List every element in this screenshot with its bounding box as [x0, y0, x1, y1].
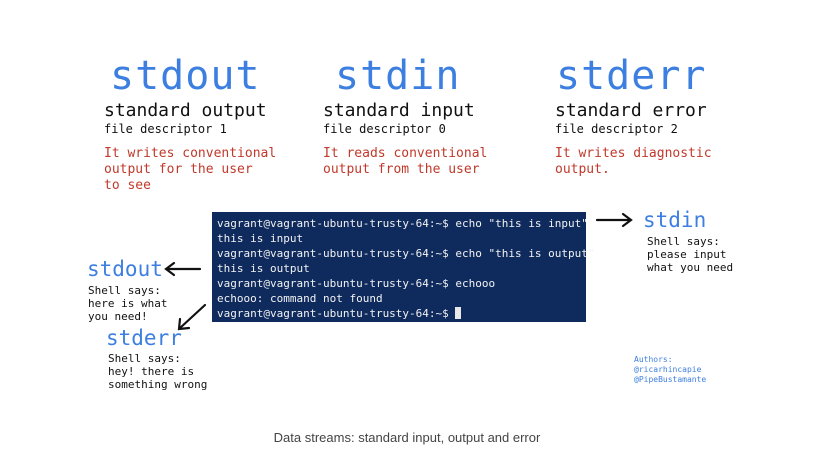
stdout-callout-label: stdout [87, 257, 163, 281]
stderr-description: It writes diagnostic output. [555, 146, 712, 177]
terminal-cursor [455, 307, 462, 319]
stdin-fd: file descriptor 0 [323, 122, 446, 136]
stderr-subtitle: standard error [555, 100, 707, 121]
stderr-callout-text: Shell says: hey! there is something wron… [108, 352, 208, 391]
stdin-callout-text: Shell says: please input what you need [647, 235, 734, 274]
terminal-line: vagrant@vagrant-ubuntu-trusty-64:~$ echo… [217, 217, 588, 230]
stderr-callout-label: stderr [106, 326, 182, 350]
arrow-left-icon [164, 261, 202, 277]
stdout-subtitle: standard output [104, 100, 267, 121]
terminal-line: echooo: command not found [217, 292, 383, 305]
stdin-title: stdin [335, 53, 461, 99]
terminal-line: vagrant@vagrant-ubuntu-trusty-64:~$ echo… [217, 247, 595, 260]
arrow-down-left-icon [177, 303, 207, 331]
stdout-callout-text: Shell says: here is what you need! [88, 284, 168, 323]
terminal-line: this is input [217, 232, 304, 245]
terminal-prompt: vagrant@vagrant-ubuntu-trusty-64:~$ [217, 307, 456, 320]
stdout-description: It writes conventional output for the us… [104, 146, 277, 193]
authors: Authors: @ricarhincapie @PipeBustamante [634, 355, 707, 384]
stdin-subtitle: standard input [323, 100, 475, 121]
stdout-fd: file descriptor 1 [104, 122, 227, 136]
stdin-description: It reads conventional output from the us… [323, 146, 488, 177]
arrow-right-icon [595, 212, 633, 228]
stdout-title: stdout [110, 53, 261, 99]
stdin-callout-label: stdin [643, 208, 707, 232]
terminal-line: this is output [217, 262, 310, 275]
figure-caption: Data streams: standard input, output and… [273, 430, 541, 445]
terminal-line: vagrant@vagrant-ubuntu-trusty-64:~$ echo… [217, 277, 496, 290]
terminal-window: vagrant@vagrant-ubuntu-trusty-64:~$ echo… [212, 212, 595, 322]
terminal-prompt-line: vagrant@vagrant-ubuntu-trusty-64:~$ [217, 306, 462, 321]
stderr-fd: file descriptor 2 [555, 122, 678, 136]
stderr-title: stderr [556, 53, 707, 99]
